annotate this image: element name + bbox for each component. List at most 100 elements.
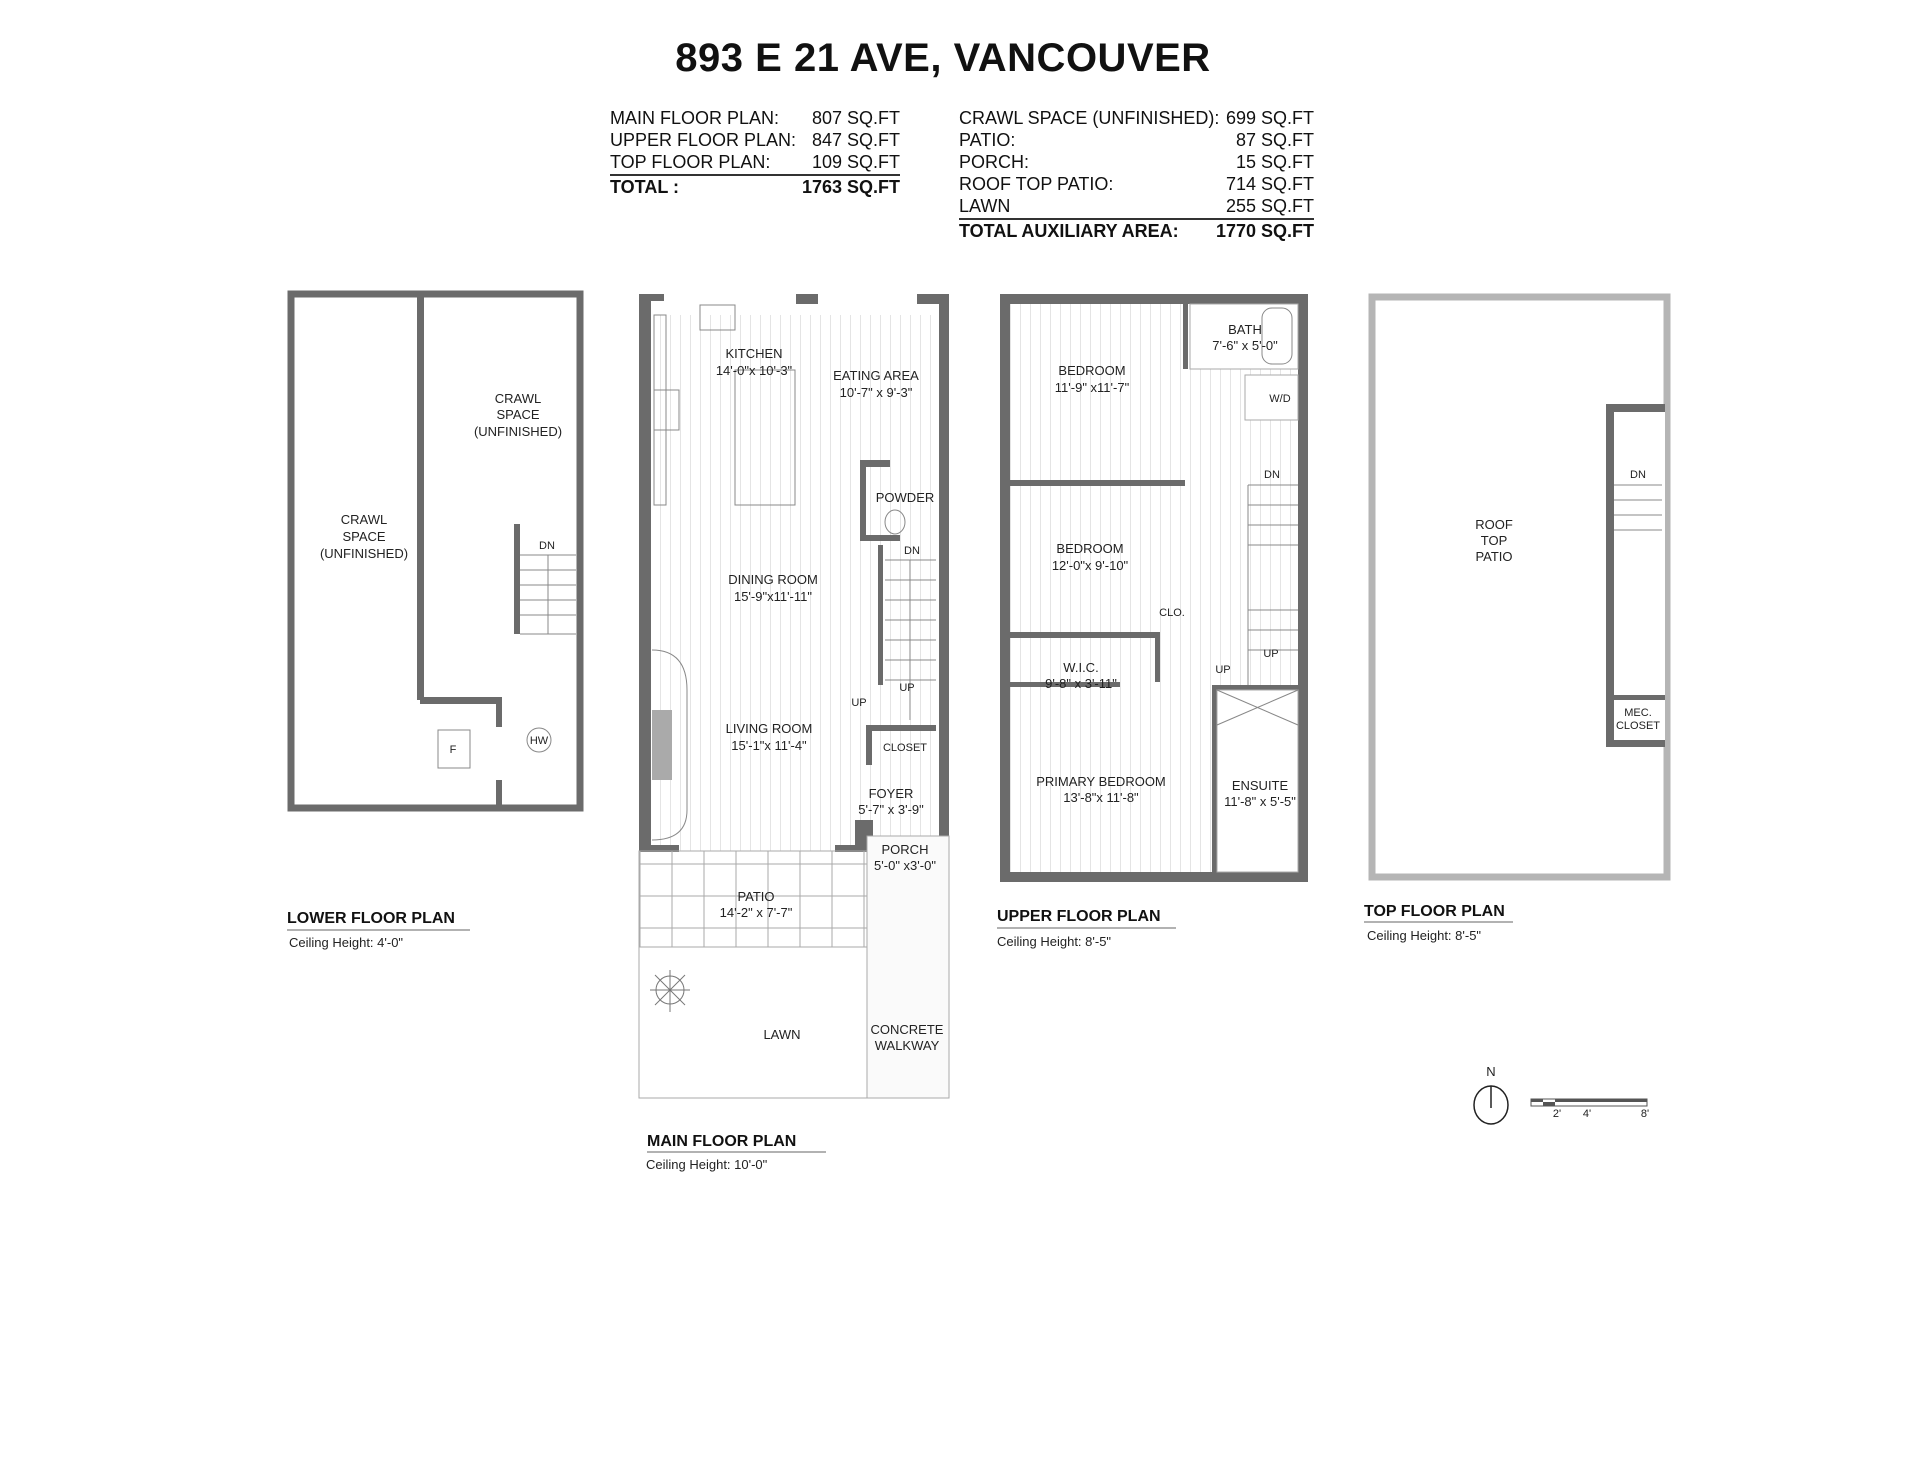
room-label: CLO.	[1159, 607, 1185, 619]
upper-floor-plan: BEDROOM 11'-9" x11'-7" BATH 7'-6" x 5'-0…	[997, 294, 1308, 949]
scale-tick: 8'	[1641, 1108, 1649, 1120]
plan-title: LOWER FLOOR PLAN	[287, 910, 455, 927]
area-value: 714 SQ.FT	[1225, 174, 1314, 194]
area-value: 109 SQ.FT	[811, 152, 900, 172]
plan-title: MAIN FLOOR PLAN	[647, 1133, 796, 1150]
room-label: CONCRETE	[871, 1022, 944, 1037]
stairs	[885, 559, 936, 720]
kitchen-island	[734, 369, 796, 506]
area-total-row: TOTAL : 1763 SQ.FT	[610, 174, 900, 198]
room-dimensions: 11'-9" x11'-7"	[1055, 380, 1130, 395]
main-floor-plan: KITCHEN 14'-0"x 10'-3" EATING AREA 10'-7…	[638, 294, 950, 1172]
total-label: TOTAL AUXILIARY AREA:	[959, 221, 1179, 241]
area-label: UPPER FLOOR PLAN:	[610, 130, 797, 150]
room-label: WALKWAY	[875, 1038, 940, 1053]
room-dimensions: 7'-6" x 5'-0"	[1212, 338, 1278, 353]
total-value: 1763 SQ.FT	[801, 177, 900, 197]
room-label: SPACE	[496, 407, 539, 422]
scale-tick: 4'	[1583, 1108, 1591, 1120]
stair-label: DN	[1264, 469, 1280, 481]
living-area-table: MAIN FLOOR PLAN:807 SQ.FT UPPER FLOOR PL…	[610, 107, 900, 198]
area-value: 847 SQ.FT	[811, 130, 900, 150]
area-row: UPPER FLOOR PLAN: 847 SQ.FT	[610, 129, 900, 151]
stove-icon	[653, 389, 680, 431]
fireplace	[651, 649, 688, 841]
ceiling-height: Ceiling Height: 8'-5"	[1367, 928, 1481, 943]
room-dimensions: 15'-9"x11'-11"	[734, 589, 812, 604]
area-label: LAWN	[959, 196, 1011, 216]
area-value: 699 SQ.FT	[1225, 108, 1314, 128]
area-label: CRAWL SPACE (UNFINISHED):	[959, 108, 1220, 128]
hot-water-label: HW	[530, 735, 549, 747]
furnace-label: F	[450, 744, 457, 756]
room-label: (UNFINISHED)	[474, 424, 562, 439]
room-dimensions: 5'-0" x3'-0"	[874, 858, 936, 873]
area-row: LAWN 255 SQ.FT	[959, 195, 1314, 217]
hot-water-tank-icon	[526, 727, 552, 753]
room-label: POWDER	[876, 490, 935, 505]
area-row: ROOF TOP PATIO: 714 SQ.FT	[959, 173, 1314, 195]
room-label: EATING AREA	[833, 368, 919, 383]
room-label: TOP	[1481, 533, 1508, 548]
room-dimensions: 10'-7" x 9'-3"	[840, 385, 913, 400]
room-dimensions: 5'-7" x 3'-9"	[858, 802, 924, 817]
area-label: PORCH:	[959, 152, 1030, 172]
room-label: MEC.	[1624, 707, 1652, 719]
room-label: PRIMARY BEDROOM	[1036, 774, 1166, 789]
room-dimensions: 12'-0"x 9'-10"	[1052, 558, 1129, 573]
stair-label: UP	[851, 697, 866, 709]
bathtub-icon	[1261, 307, 1293, 365]
room-label: KITCHEN	[725, 346, 782, 361]
sink-icon	[699, 304, 736, 331]
room-label: CLOSET	[1616, 720, 1660, 732]
stairs	[1614, 484, 1662, 531]
room-label: DINING ROOM	[728, 572, 818, 587]
room-label: SPACE	[342, 529, 385, 544]
area-label: PATIO:	[959, 130, 1016, 150]
area-row: MAIN FLOOR PLAN:807 SQ.FT	[610, 107, 900, 129]
stair-label: UP	[1215, 664, 1230, 676]
area-label: TOP FLOOR PLAN:	[610, 152, 771, 172]
area-row: TOP FLOOR PLAN: 109 SQ.FT	[610, 151, 900, 173]
total-label: TOTAL :	[610, 177, 679, 197]
ceiling-height: Ceiling Height: 4'-0"	[289, 935, 403, 950]
scale-tick: 2'	[1553, 1108, 1561, 1120]
washer-dryer-label: W/D	[1269, 393, 1290, 405]
stair-label: UP	[1263, 648, 1278, 660]
room-label: PATIO	[1475, 549, 1512, 564]
area-value: 255 SQ.FT	[1225, 196, 1314, 216]
concrete-walkway	[866, 835, 950, 1099]
room-label: FOYER	[869, 786, 914, 801]
room-dimensions: 14'-2" x 7'-7"	[720, 905, 793, 920]
ceiling-height: Ceiling Height: 10'-0"	[646, 1157, 768, 1172]
scale-bar: 2' 4' 8'	[1530, 1098, 1649, 1120]
area-value: 87 SQ.FT	[1235, 130, 1314, 150]
room-dimensions: 15'-1"x 11'-4"	[731, 738, 807, 753]
area-label: ROOF TOP PATIO:	[959, 174, 1114, 194]
room-label: (UNFINISHED)	[320, 546, 408, 561]
room-label: LIVING ROOM	[726, 721, 813, 736]
room-label: ROOF	[1475, 517, 1513, 532]
stair-label: DN	[1630, 469, 1646, 481]
stairs	[1247, 484, 1298, 685]
room-label: BEDROOM	[1058, 363, 1125, 378]
room-label: ENSUITE	[1232, 778, 1289, 793]
room-label: BATH	[1228, 322, 1262, 337]
auxiliary-area-table: CRAWL SPACE (UNFINISHED):699 SQ.FT PATIO…	[959, 107, 1314, 242]
room-label: PORCH	[882, 842, 929, 857]
area-row: PORCH: 15 SQ.FT	[959, 151, 1314, 173]
compass-label: N	[1486, 1064, 1495, 1079]
room-label: CLOSET	[883, 742, 927, 754]
area-value: 15 SQ.FT	[1235, 152, 1314, 172]
bath-fixtures	[1189, 303, 1299, 370]
room-dimensions: 13'-8"x 11'-8"	[1063, 790, 1139, 805]
room-label: CRAWL	[341, 512, 387, 527]
room-dimensions: 9'-8" x 3'-11"	[1045, 676, 1117, 691]
shrub-icon	[650, 970, 690, 1012]
area-value: 807 SQ.FT	[811, 108, 900, 128]
top-floor-plan: ROOF TOP PATIO DN MEC. CLOSET TOP FLOOR …	[1364, 293, 1671, 943]
north-compass-icon: N	[1473, 1064, 1509, 1125]
room-label: BEDROOM	[1056, 541, 1123, 556]
room-label: LAWN	[763, 1027, 800, 1042]
